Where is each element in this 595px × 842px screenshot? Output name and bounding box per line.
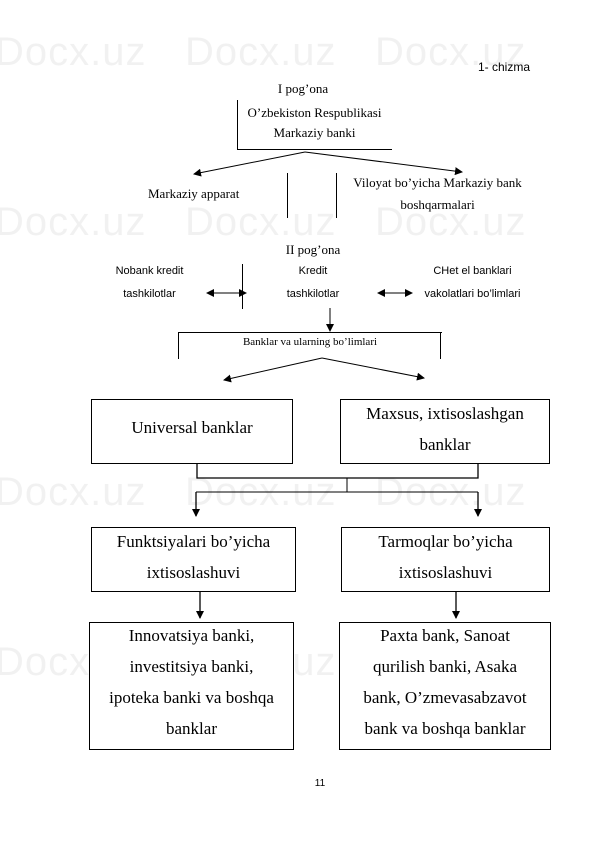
level-2-title: II pog’ona xyxy=(285,242,341,257)
functional-line-2: ixtisoslashuvi xyxy=(146,563,241,582)
regional-line-1: Viloyat bo’yicha Markaziy bank xyxy=(353,175,522,190)
foreign-line-2: vakolatlari bo’limlari xyxy=(424,288,521,300)
sectoral-specialization-box: Tarmoqlar bo’yicha ixtisoslashuvi xyxy=(341,527,550,592)
central-bank-box: O’zbekiston Respublikasi Markaziy banki xyxy=(237,100,392,151)
box-left-edge xyxy=(178,332,180,359)
universal-banks-label: Universal banklar xyxy=(131,418,253,437)
divider-line xyxy=(287,173,289,218)
banks-branches-box: Banklar va ularning bo’limlari xyxy=(178,332,442,359)
box-bottom-edge xyxy=(237,149,392,151)
level-1-title: I pog’ona xyxy=(277,81,329,96)
sectoral-example-line-2: qurilish banki, Asaka xyxy=(372,657,517,676)
specialized-line-1: Maxsus, ixtisoslashgan xyxy=(366,404,524,423)
sectoral-example-line-3: bank, O’zmevasabzavot xyxy=(363,688,527,707)
credit-line-1: Kredit xyxy=(298,265,328,277)
functional-example-line-2: investitsiya banki, xyxy=(129,657,254,676)
foreign-line-1: CHet el banklari xyxy=(433,265,512,277)
bracket-line xyxy=(196,464,479,479)
sectoral-examples-box: Paxta bank, Sanoat qurilish banki, Asaka… xyxy=(339,622,551,750)
functional-example-line-4: banklar xyxy=(166,719,217,738)
box-left-edge xyxy=(237,100,239,150)
credit-left-line xyxy=(242,264,244,309)
divider-line xyxy=(336,173,338,218)
functional-example-line-3: ipoteka banki va boshqa xyxy=(109,688,274,707)
banks-branches-label: Banklar va ularning bo’limlari xyxy=(242,336,378,348)
sectoral-line-2: ixtisoslashuvi xyxy=(398,563,493,582)
functional-specialization-box: Funktsiyalari bo’yicha ixtisoslashuvi xyxy=(91,527,296,592)
sectoral-line-1: Tarmoqlar bo’yicha xyxy=(378,532,513,551)
specialized-banks-box: Maxsus, ixtisoslashgan banklar xyxy=(340,399,550,464)
page-number: 11 xyxy=(314,778,326,789)
central-bank-line-2: Markaziy banki xyxy=(273,125,356,140)
functional-examples-box: Innovatsiya banki, investitsiya banki, i… xyxy=(89,622,294,750)
regional-line-2: boshqarmalari xyxy=(400,197,475,212)
functional-example-line-1: Innovatsiya banki, xyxy=(128,626,255,645)
universal-banks-box: Universal banklar xyxy=(91,399,293,464)
nonbank-line-1: Nobank kredit xyxy=(115,265,184,277)
central-bank-line-1: O’zbekiston Respublikasi xyxy=(247,105,382,120)
sectoral-example-line-1: Paxta bank, Sanoat xyxy=(380,626,510,645)
central-apparatus-label: Markaziy apparat xyxy=(148,186,240,201)
specialized-line-2: banklar xyxy=(419,435,471,454)
arrow-to-apparatus xyxy=(193,151,306,177)
credit-line-2: tashkilotlar xyxy=(286,288,340,300)
box-right-edge xyxy=(440,332,442,359)
arrow-to-specialized xyxy=(321,357,425,381)
box-top-edge xyxy=(178,332,442,334)
figure-label: 1- chizma xyxy=(478,60,531,74)
nonbank-line-2: tashkilotlar xyxy=(123,288,176,300)
functional-line-1: Funktsiyalari bo’yicha xyxy=(116,532,271,551)
arrow-to-regional xyxy=(304,151,463,176)
sectoral-example-line-4: bank va boshqa banklar xyxy=(364,719,526,738)
arrow-to-universal xyxy=(223,357,323,383)
